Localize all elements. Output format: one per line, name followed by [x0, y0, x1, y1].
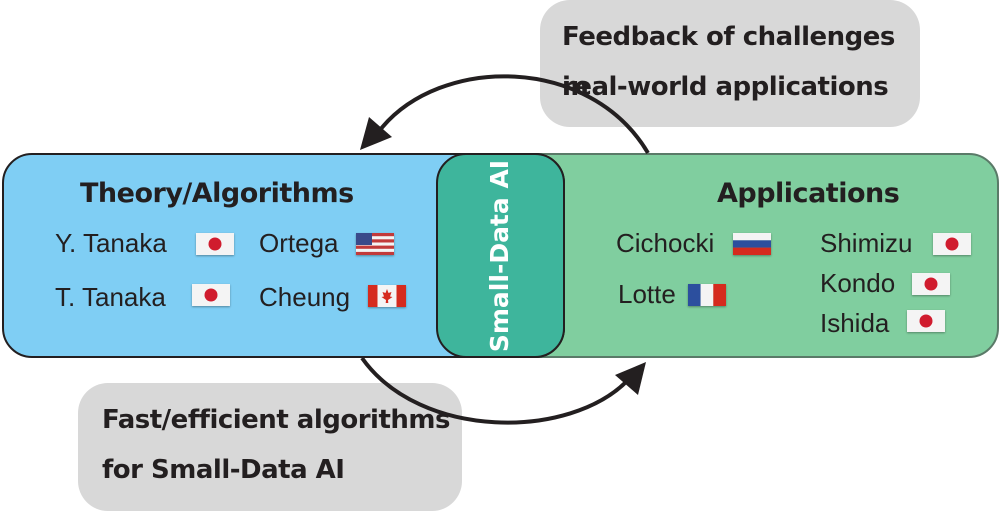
member-name: Cheung — [259, 282, 351, 312]
member-name: Ortega — [259, 228, 339, 258]
feedback-arrow — [378, 74, 650, 155]
usa-flag-icon — [356, 233, 394, 255]
small-data-ai-overlap — [436, 153, 565, 358]
japan-flag-icon — [912, 273, 950, 295]
member-name: Y. Tanaka — [55, 228, 167, 258]
japan-flag-icon — [907, 310, 945, 332]
canada-flag-icon — [368, 285, 406, 307]
theory-title: Theory/Algorithms — [80, 178, 354, 209]
algorithms-arrow — [360, 356, 630, 425]
japan-flag-icon — [196, 233, 234, 255]
russia-flag-icon — [733, 233, 771, 255]
member-name: T. Tanaka — [55, 282, 166, 312]
applications-title: Applications — [717, 178, 900, 209]
member-name: Shimizu — [820, 228, 913, 258]
japan-flag-icon — [192, 284, 230, 306]
member-name: Cichocki — [616, 228, 715, 258]
member-name: Kondo — [820, 268, 896, 298]
member-name: Lotte — [618, 279, 676, 309]
algorithms-arrowhead — [615, 362, 646, 395]
feedback-arrowhead — [360, 117, 392, 150]
fast-algorithms-callout: Fast/efficient algorithms for Small-Data… — [78, 383, 462, 511]
fast-callout-line1: Fast/efficient algorithms — [102, 405, 450, 435]
feedback-callout-line2: real-world applications — [562, 72, 889, 102]
fast-callout-line2: for Small-Data AI — [102, 455, 345, 485]
member-name: Ishida — [820, 308, 890, 338]
feedback-callout-line1: Feedback of challenges in — [562, 22, 895, 102]
japan-flag-icon — [933, 233, 971, 255]
france-flag-icon — [688, 284, 726, 306]
